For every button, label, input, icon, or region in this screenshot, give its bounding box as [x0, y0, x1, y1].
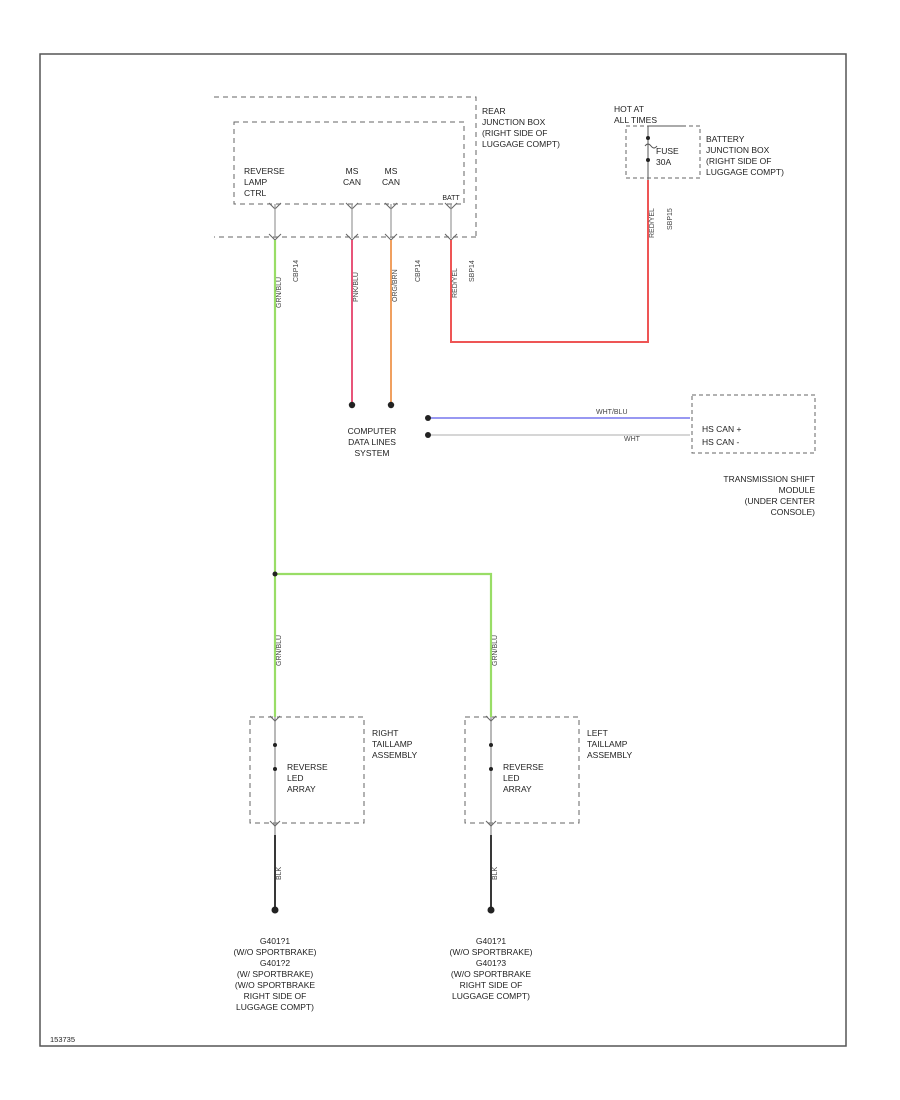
right-gnd-wire-label: BLK: [276, 866, 283, 880]
right-tail-wire-label: GRN/BLU: [276, 635, 283, 666]
right-led-dot-1: [273, 743, 277, 747]
hs-plus-wire-label: WHT/BLU: [596, 409, 628, 416]
right-led-dot-2: [273, 767, 277, 771]
fuse-symbol: [644, 126, 658, 180]
hs-can-plus-pin-label: HS CAN +: [702, 424, 742, 434]
transmission-shift-module-label: TRANSMISSION SHIFT MODULE (UNDER CENTER …: [723, 474, 815, 517]
fuse-wire-color-label: RED/YEL: [649, 208, 656, 238]
computer-data-lines-label: COMPUTER DATA LINES SYSTEM: [347, 426, 397, 458]
left-taillamp-outline: [464, 716, 580, 824]
left-gnd-wire-label: BLK: [492, 866, 499, 880]
batt-pin-label: BATT: [442, 195, 460, 202]
reverse-wire-circuit-label: CBP14: [293, 260, 300, 282]
fuse-label: FUSE 30A: [656, 146, 679, 167]
right-taillamp-outline: [249, 716, 365, 824]
rjb-internal-stubs: [274, 204, 452, 238]
rear-junction-box-inner: [233, 121, 465, 205]
right-taillamp-label: RIGHT TAILLAMP ASSEMBLY: [372, 728, 418, 760]
ms-can-plus-terminal: [348, 401, 356, 409]
batt-wire-color-label: RED/YEL: [452, 268, 459, 298]
left-tail-wire-label: GRN/BLU: [492, 635, 499, 666]
hs-can-minus-pin-label: HS CAN -: [702, 437, 740, 447]
hs-can-plus-terminal: [425, 415, 431, 421]
right-ground-terminal: [271, 906, 279, 914]
right-led-array-label: REVERSE LED ARRAY: [287, 762, 328, 794]
hs-can-minus-terminal: [425, 432, 431, 438]
rear-junction-box-outline: [214, 96, 477, 238]
ms-plus-color-label: PNK/BLU: [353, 272, 360, 302]
rear-junction-box-label: REAR JUNCTION BOX (RIGHT SIDE OF LUGGAGE…: [482, 106, 560, 149]
fuse-top-dot: [646, 136, 650, 140]
left-ground-label: G401?1 (W/O SPORTBRAKE) G401?3 (W/O SPOR…: [449, 936, 533, 1001]
taillamp-pin-markers: [269, 715, 497, 827]
battery-junction-box-label: BATTERY JUNCTION BOX (RIGHT SIDE OF LUGG…: [706, 134, 784, 177]
ms-can-minus-pin-label: MS CAN: [382, 166, 400, 187]
batt-wire-circuit-label: SBP14: [469, 260, 476, 282]
diagram-frame: [39, 53, 847, 1047]
reverse-lamp-pin-label: REVERSE LAMP CTRL: [244, 166, 285, 198]
hot-at-all-times-label: HOT AT ALL TIMES: [614, 104, 657, 125]
figure-id: 153735: [50, 1035, 76, 1044]
ms-minus-color-label: ORG/BRN: [392, 269, 399, 302]
rjb-connector-pins: [268, 202, 458, 241]
fuse-wire-circuit-label: SBP15: [667, 208, 674, 230]
ms-circuit-label: CBP14: [415, 260, 422, 282]
left-led-dot-2: [489, 767, 493, 771]
taillamp-internal-wiring: [274, 717, 492, 835]
ms-can-minus-terminal: [387, 401, 395, 409]
left-led-dot-1: [489, 743, 493, 747]
fuse-bottom-dot: [646, 158, 650, 162]
splice-dot: [272, 571, 278, 577]
left-taillamp-label: LEFT TAILLAMP ASSEMBLY: [587, 728, 633, 760]
ms-can-plus-pin-label: MS CAN: [343, 166, 361, 187]
transmission-shift-module-outline: [691, 394, 816, 454]
hs-minus-wire-label: WHT: [624, 436, 641, 443]
reverse-wire-color-label: GRN/BLU: [276, 277, 283, 308]
left-led-array-label: REVERSE LED ARRAY: [503, 762, 544, 794]
left-ground-terminal: [487, 906, 495, 914]
battery-feed-wire: [450, 180, 649, 343]
reverse-lamp-wire: [273, 240, 493, 717]
right-ground-label: G401?1 (W/O SPORTBRAKE) G401?2 (W/ SPORT…: [233, 936, 317, 1012]
